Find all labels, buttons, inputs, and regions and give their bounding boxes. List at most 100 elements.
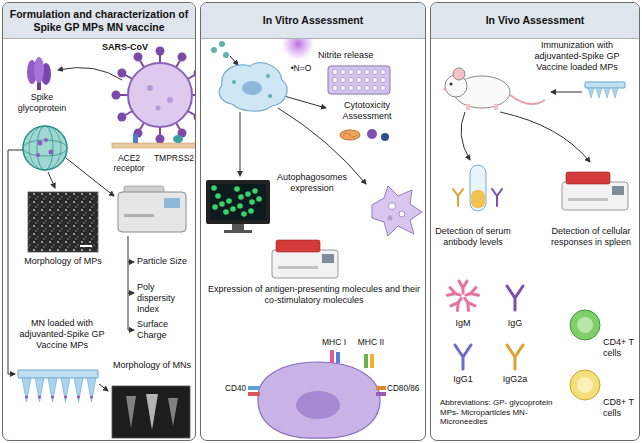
particles [211, 47, 217, 53]
panel-heading: In Vivo Assessment [431, 3, 639, 39]
arrow [240, 112, 241, 176]
arrow [461, 112, 470, 160]
arrow [48, 172, 55, 188]
antigen-presenting-cell [248, 392, 260, 396]
virus-illustration [167, 97, 173, 103]
arrow [58, 68, 122, 80]
sem-image [28, 192, 98, 252]
computer-monitor [234, 186, 240, 192]
antibody-icons [507, 345, 523, 369]
label-text: IgG1 [445, 374, 481, 385]
antigen-presenting-cell [258, 362, 380, 438]
cytotoxicity-icons [381, 133, 389, 141]
mouse [466, 104, 470, 110]
test-tube [470, 165, 486, 211]
microparticle-icon [29, 126, 61, 170]
label-text: Expression of antigen-presenting molecul… [204, 284, 424, 306]
flow-cytometer [322, 254, 334, 263]
virus-illustration [112, 143, 195, 148]
microplate [340, 77, 345, 82]
label-text: Immunization with adjuvanted-Spike GP Va… [518, 40, 636, 72]
computer-monitor [230, 206, 236, 212]
microparticle-icon [23, 126, 67, 170]
test-tube [471, 190, 485, 208]
antibody-icons [451, 296, 465, 310]
arrow [461, 92, 590, 162]
microplate [380, 77, 385, 82]
arrow [8, 150, 134, 391]
microparticle-icon [36, 153, 40, 157]
virus-illustration [176, 123, 180, 130]
label-text: Nitrite release [318, 50, 398, 61]
microplate [364, 85, 369, 90]
virus-illustration [125, 75, 132, 79]
arrow [128, 236, 129, 330]
antibody-icons [507, 286, 523, 310]
microneedle-patch [604, 88, 610, 98]
antibody-icons [465, 288, 479, 299]
arrow [230, 56, 238, 65]
computer-monitor [252, 188, 258, 194]
sem-image [80, 245, 92, 247]
flow-cytometer [562, 182, 628, 210]
flow-cytometer [276, 240, 320, 252]
microneedle-patch [61, 378, 70, 402]
virus-illustration [194, 69, 195, 78]
computer-monitor [226, 198, 232, 204]
microplate [372, 69, 377, 74]
spike-glycoprotein-icon [34, 57, 44, 83]
particles [219, 41, 225, 47]
label-text: Detection of serum antibody levels [434, 226, 512, 248]
microplate [328, 66, 390, 94]
mouse [450, 83, 453, 86]
spike-glycoprotein-icon [27, 57, 51, 90]
dls-instrument [118, 186, 186, 232]
label-text: CD40 [214, 384, 246, 394]
microneedle-patch [585, 82, 625, 88]
computer-monitor [248, 208, 254, 214]
computer-monitor [245, 191, 251, 197]
virus-illustration [140, 60, 144, 67]
dendritic-cell [388, 216, 393, 221]
antibody-icons [507, 345, 523, 369]
microplate [348, 77, 353, 82]
microplate [332, 69, 337, 74]
antibody-icons [451, 296, 465, 310]
spike-glycoprotein-icon [37, 82, 41, 90]
computer-monitor [237, 203, 243, 209]
t-cells [570, 310, 600, 400]
arrow [551, 92, 582, 93]
computer-monitor [241, 211, 247, 217]
arrow [128, 330, 134, 331]
computer-monitor [249, 199, 255, 205]
label-text: MN loaded with adjuvanted-Spike GP Vacci… [16, 318, 108, 350]
microneedle-patch [25, 395, 28, 398]
virus-illustration [140, 123, 144, 130]
virus-illustration [159, 127, 161, 135]
label-text: Particle Size [137, 256, 195, 267]
antigen-presenting-cell [370, 354, 374, 368]
microneedle-patch [22, 378, 31, 402]
virus-illustration [147, 85, 153, 91]
antibody-icons [447, 288, 461, 299]
flow-cytometer [562, 172, 628, 210]
virus-illustration [120, 94, 128, 96]
sem-image [28, 192, 98, 252]
microplate [332, 77, 337, 82]
microplate [356, 69, 361, 74]
mouse [444, 88, 447, 91]
microneedle-patch [585, 82, 625, 98]
mn-morphology-image [126, 396, 136, 428]
label-text: IgM [445, 318, 481, 329]
cytotoxicity-icons [340, 130, 360, 140]
microneedle-patch [77, 395, 80, 398]
dls-instrument [118, 192, 186, 232]
microplate [364, 69, 369, 74]
computer-monitor [211, 185, 217, 191]
microneedle-patch [87, 378, 96, 402]
microneedle-patch [64, 395, 67, 398]
arrow [99, 384, 108, 391]
microplate [348, 85, 353, 90]
arrow [8, 150, 23, 374]
microneedle-patch [588, 88, 594, 98]
